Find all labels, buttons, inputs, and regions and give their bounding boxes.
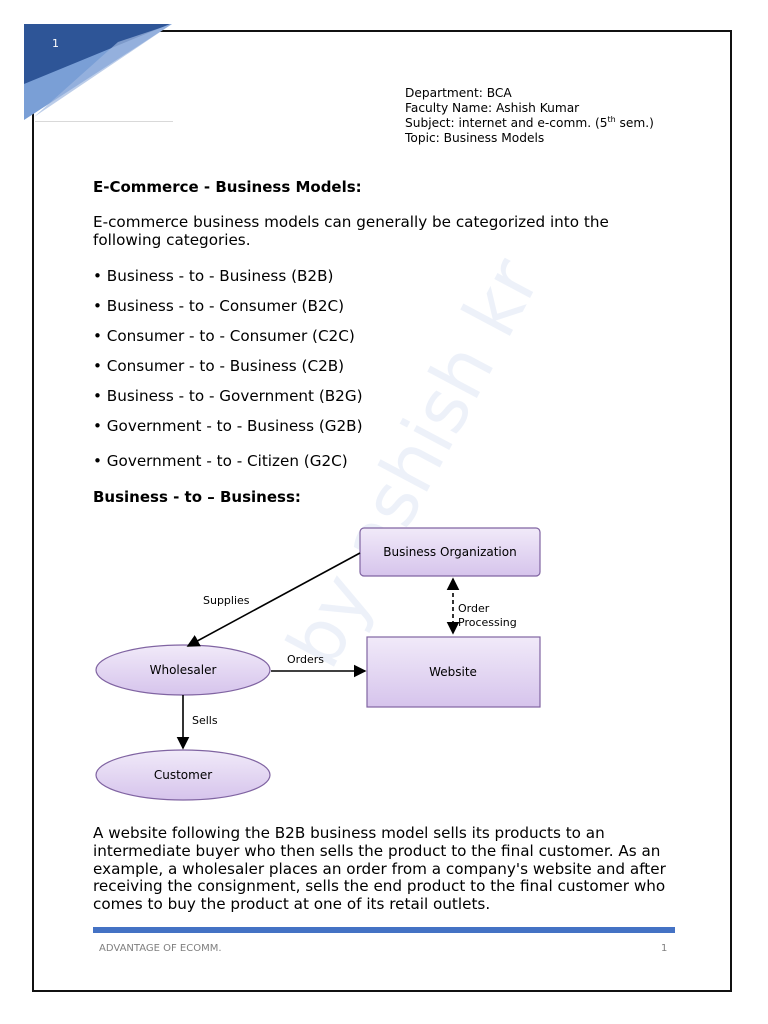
orders-label: Orders: [287, 653, 324, 666]
subject-text: Subject: internet and e-comm. (5: [405, 116, 608, 130]
subject-line: Subject: internet and e-comm. (5th sem.): [405, 114, 654, 131]
corner-triangle-accent: [34, 24, 172, 117]
topic-line: Topic: Business Models: [405, 131, 545, 145]
footer-title: ADVANTAGE OF ECOMM.: [99, 943, 222, 954]
list-item: • Consumer - to - Business (C2B): [93, 357, 345, 375]
subject-superscript: th: [607, 114, 616, 124]
b2b-description: A website following the B2B business mod…: [93, 824, 666, 914]
business-organization-label: Business Organization: [383, 545, 516, 559]
page-number-top: 1: [52, 37, 59, 50]
footer-page-number: 1: [661, 943, 668, 954]
intro-paragraph: E-commerce business models can generally…: [93, 213, 609, 249]
wholesaler-label: Wholesaler: [150, 663, 217, 677]
subject-suffix: sem.): [615, 116, 654, 130]
list-item: • Government - to - Business (G2B): [93, 417, 363, 435]
footer-rule: [93, 927, 675, 933]
corner-decoration: [24, 24, 172, 120]
website-box: [366, 636, 541, 708]
order-processing-label-2: Processing: [458, 616, 517, 629]
list-item: • Business - to - Consumer (B2C): [93, 297, 345, 315]
order-processing-label-1: Order: [458, 602, 490, 615]
list-item: • Consumer - to - Consumer (C2C): [93, 327, 355, 345]
section-heading-b2b: Business - to – Business:: [93, 488, 301, 506]
faculty-line: Faculty Name: Ashish Kumar: [405, 101, 580, 115]
b2b-diagram: Business Organization Website Wholesaler…: [95, 527, 541, 801]
sells-label: Sells: [192, 714, 218, 727]
header-rule: [35, 121, 173, 122]
section-heading-business-models: E-Commerce - Business Models:: [93, 178, 362, 196]
website-label: Website: [429, 665, 477, 679]
list-item: • Business - to - Business (B2B): [93, 267, 334, 285]
supplies-arrow: [186, 552, 361, 647]
list-item: • Business - to - Government (B2G): [93, 387, 363, 405]
list-item: • Government - to - Citizen (G2C): [93, 452, 348, 470]
customer-label: Customer: [154, 768, 212, 782]
supplies-label: Supplies: [203, 594, 250, 607]
department-line: Department: BCA: [405, 86, 512, 100]
customer-ellipse: [95, 749, 271, 801]
page-border: [32, 30, 732, 992]
document-meta: Department: BCA Faculty Name: Ashish Kum…: [405, 86, 654, 146]
business-organization-box: [359, 527, 541, 577]
